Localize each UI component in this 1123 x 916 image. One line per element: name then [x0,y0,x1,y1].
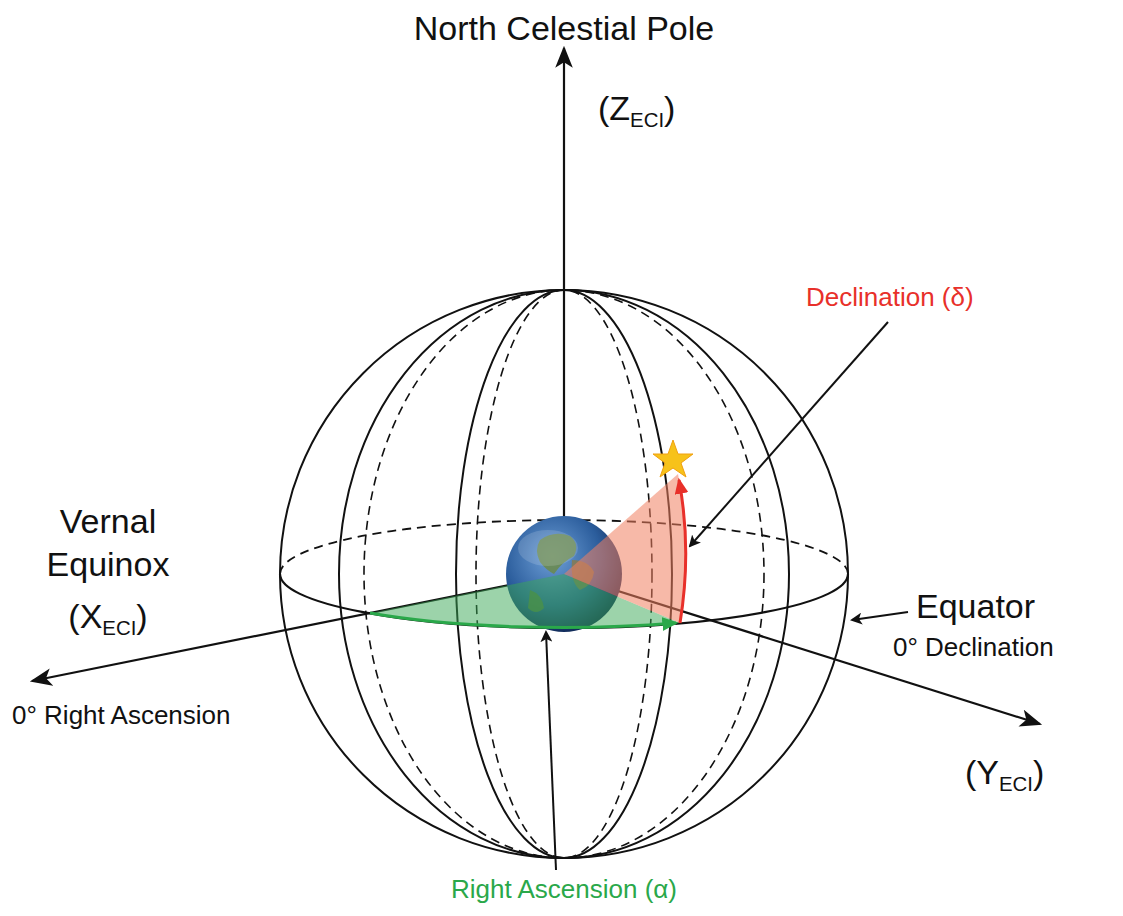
declination-label: Declination (δ) [806,282,974,313]
axis-label: (ZECI) [598,88,675,133]
label-text: (Y [965,753,999,791]
label-text: Declination (δ) [806,282,974,312]
subscript: ECI [999,773,1033,795]
subscript: ECI [630,109,664,131]
label-text: (Z [598,89,630,127]
dec-zero-label: 0° Declination [893,632,1054,663]
axis-label: (XECI) [68,596,147,641]
equinox-label: Vernal Equinox [23,500,193,585]
label-text: ) [1033,753,1044,791]
ra-zero-label: 0° Right Ascension [12,700,231,731]
label-text: 0° Declination [893,632,1054,662]
label-text: Equator [916,587,1035,625]
pole-label: North Celestial Pole [414,8,714,49]
label-text: North Celestial Pole [414,9,714,47]
subscript: ECI [102,617,136,639]
axis-label: (YECI) [965,752,1044,797]
right-ascension-label: Right Ascension (α) [451,874,677,905]
label-text: Right Ascension (α) [451,874,677,904]
label-text: ) [664,89,675,127]
label-text: Vernal Equinox [47,502,170,583]
label-text: 0° Right Ascension [12,700,231,730]
equator-label: Equator [916,586,1035,627]
label-text: ) [136,597,147,635]
label-text: (X [68,597,102,635]
